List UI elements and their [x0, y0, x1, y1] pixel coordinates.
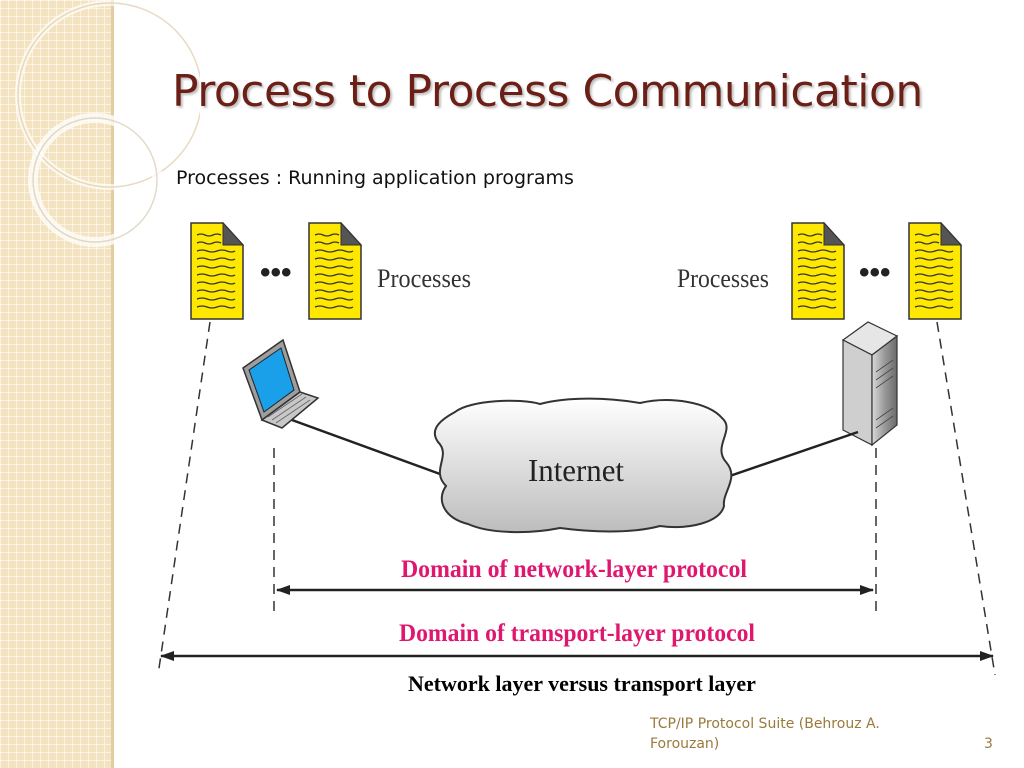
- internet-label: Internet: [528, 452, 624, 488]
- figure-caption: Network layer versus transport layer: [408, 671, 756, 696]
- document-icon: [190, 222, 244, 320]
- processes-label-left: Processes: [377, 264, 471, 293]
- processes-label-right: Processes: [677, 264, 769, 293]
- server-link: [717, 430, 859, 482]
- cloud-icon: [433, 397, 733, 534]
- document-icon: [308, 222, 362, 320]
- laptop-link: [291, 418, 441, 476]
- network-domain-label: Domain of network-layer protocol: [401, 556, 747, 583]
- footer-source: TCP/IP Protocol Suite (Behrouz A. Forouz…: [650, 716, 880, 752]
- decorative-circles: [15, 0, 200, 247]
- document-icon: [908, 222, 962, 320]
- document-icon: [791, 222, 845, 320]
- transport-boundary-left: [157, 321, 211, 676]
- ellipsis-left: •••: [260, 256, 292, 289]
- slide-title: Process to Process Communication: [172, 66, 923, 117]
- transport-boundary-right: [936, 321, 996, 676]
- page-number: 3: [984, 736, 993, 752]
- slide-subtitle: Processes : Running application programs: [176, 167, 574, 189]
- ellipsis-right: •••: [859, 256, 891, 289]
- server-icon: [841, 321, 899, 447]
- laptop-icon: [242, 338, 320, 429]
- transport-domain-label: Domain of transport-layer protocol: [399, 620, 755, 647]
